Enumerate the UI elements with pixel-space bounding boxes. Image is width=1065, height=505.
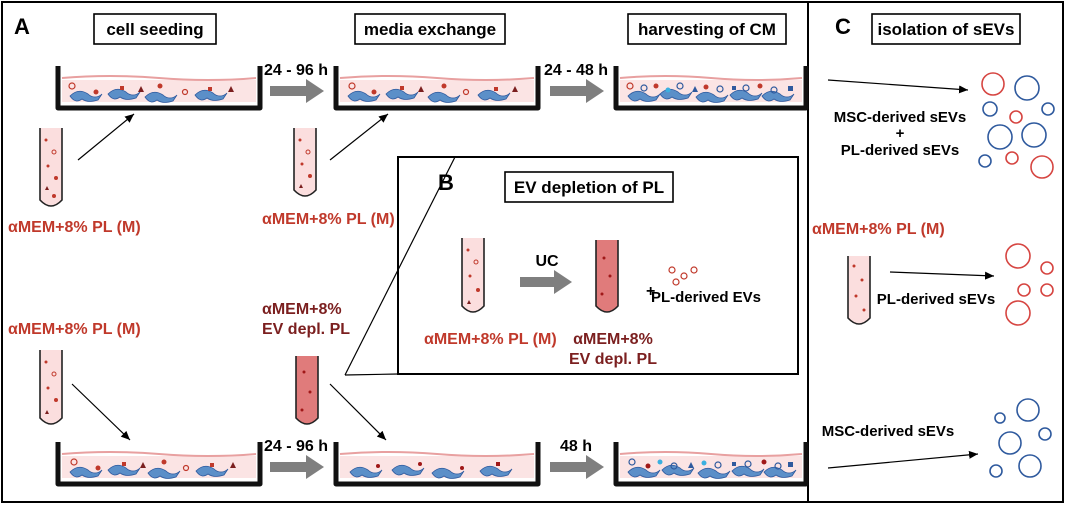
panel-b-input-label: αMEM+8% PL (M) xyxy=(424,331,557,348)
dish-bottom-exchange xyxy=(333,442,541,487)
panel-b-title: EV depletion of PL xyxy=(514,178,664,197)
medium-label-depleted-2: EV depl. PL xyxy=(262,321,350,338)
panel-c-top-plus: + xyxy=(896,125,905,142)
panel-c-arrow-middle xyxy=(889,271,995,280)
timing-bottom-2: 48 h xyxy=(560,438,592,455)
panel-c-vesicles-msc xyxy=(989,398,1052,478)
panel-c-top-line2: PL-derived sEVs xyxy=(841,142,959,159)
panel-b-depleted-label-1: αMEM+8% xyxy=(573,331,653,348)
panel-b-plus: + xyxy=(646,283,655,300)
dish-top-seeding xyxy=(55,66,263,111)
tube-panel-b-depleted xyxy=(595,240,619,313)
thick-arrow-bottom-1 xyxy=(270,455,324,479)
panel-c-medium-label: αMEM+8% PL (M) xyxy=(812,221,945,238)
thick-arrow-bottom-2 xyxy=(550,455,604,479)
panel-b-evs-label: PL-derived EVs xyxy=(651,289,761,306)
panel-c-arrow-bottom xyxy=(827,450,979,469)
panel-b-title-box xyxy=(504,171,674,203)
stage-title-exchange: media exchange xyxy=(364,20,496,39)
panel-c-middle-label: PL-derived sEVs xyxy=(877,291,995,308)
tube-bottom-left xyxy=(39,350,63,425)
tube-panel-b-input xyxy=(461,238,485,313)
medium-label-top-left: αMEM+8% PL (M) xyxy=(8,219,141,236)
arrow-tube-to-dish-4 xyxy=(329,383,387,441)
timing-top-1: 24 - 96 h xyxy=(264,62,328,79)
thick-arrow-top-1 xyxy=(270,79,324,103)
panel-b-ev-cluster xyxy=(668,266,698,286)
stage-box-exchange xyxy=(354,13,506,45)
tube-bottom-middle-depleted xyxy=(295,356,319,425)
timing-top-2: 24 - 48 h xyxy=(544,62,608,79)
thick-arrow-panel-b xyxy=(520,270,572,294)
panel-c-vesicles-pl xyxy=(1005,243,1054,326)
zoom-line-lower xyxy=(344,373,399,376)
stage-title-harvest: harvesting of CM xyxy=(638,20,776,39)
medium-label-depleted-1: αMEM+8% xyxy=(262,301,342,318)
arrow-tube-to-dish-2 xyxy=(329,113,389,161)
panel-c-vesicles-mixed xyxy=(978,72,1055,179)
panel-c-title-box xyxy=(871,13,1021,45)
panel-b-letter: B xyxy=(438,170,454,195)
panel-c-arrow-top xyxy=(827,79,969,94)
panel-c-bottom-label: MSC-derived sEVs xyxy=(822,423,955,440)
tube-top-left xyxy=(39,128,63,207)
medium-label-top-middle: αMEM+8% PL (M) xyxy=(262,211,395,228)
arrow-tube-to-dish-1 xyxy=(77,113,135,161)
dish-bottom-harvest xyxy=(613,442,809,487)
panel-c-top-line1: MSC-derived sEVs xyxy=(834,109,967,126)
arrow-tube-to-dish-3 xyxy=(71,383,131,441)
panel-a-letter: A xyxy=(14,14,30,39)
panel-b-process-label: UC xyxy=(535,253,559,270)
stage-box-seeding xyxy=(93,13,217,45)
panel-c-letter: C xyxy=(835,14,851,39)
zoom-line-upper xyxy=(344,156,456,376)
dish-top-exchange xyxy=(333,66,541,111)
timing-bottom-1: 24 - 96 h xyxy=(264,438,328,455)
panel-c-frame xyxy=(807,1,1064,503)
stage-box-harvest xyxy=(627,13,787,45)
tube-panel-c xyxy=(847,256,871,325)
dish-top-harvest xyxy=(613,66,809,111)
stage-title-seeding: cell seeding xyxy=(106,20,203,39)
dish-bottom-seeding xyxy=(55,442,263,487)
thick-arrow-top-2 xyxy=(550,79,604,103)
tube-top-middle xyxy=(293,128,317,197)
panel-b-depleted-label-2: EV depl. PL xyxy=(569,351,657,368)
panel-c-title: isolation of sEVs xyxy=(878,20,1015,39)
medium-label-bottom-left: αMEM+8% PL (M) xyxy=(8,321,141,338)
